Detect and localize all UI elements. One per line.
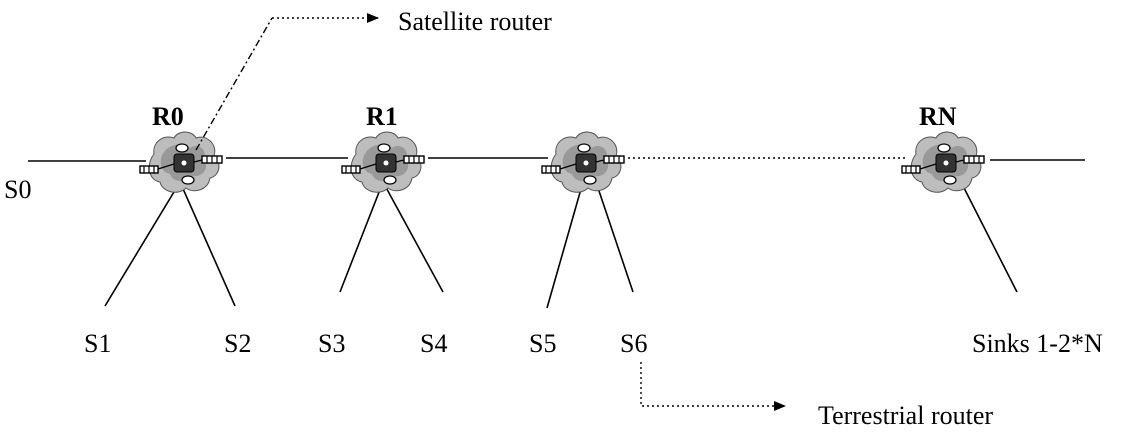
satellite-router-label: Satellite router [398,7,552,36]
link-r2-s6 [595,181,634,293]
node-s3-label: S3 [318,329,345,358]
link-rn-sinks [962,185,1018,293]
node-s2-label: S2 [224,329,251,358]
link-r2-s5 [546,181,584,309]
sinks-label: Sinks 1-2*N [972,329,1103,358]
node-s4-label: S4 [420,329,447,358]
satellite-pointer-line [195,17,273,151]
router-r1-label: R1 [366,102,398,131]
node-s6-label: S6 [620,329,647,358]
terrestrial-router-label: Terrestrial router [818,401,993,430]
link-r1-s4 [382,181,444,293]
node-s0-label: S0 [4,175,31,204]
link-r0-s2 [179,181,236,307]
node-s1-label: S1 [84,329,111,358]
router-rn-label: RN [919,102,957,131]
link-r0-s1 [104,181,181,307]
router-r2-icon [541,131,625,193]
router-rn-icon [901,131,985,193]
router-r0-label: R0 [152,102,184,131]
terrestrial-pointer-line [640,362,786,411]
router-r0-icon [139,131,223,193]
node-s5-label: S5 [529,329,556,358]
link-r1-s3 [339,181,384,293]
router-r1-icon [341,131,425,193]
